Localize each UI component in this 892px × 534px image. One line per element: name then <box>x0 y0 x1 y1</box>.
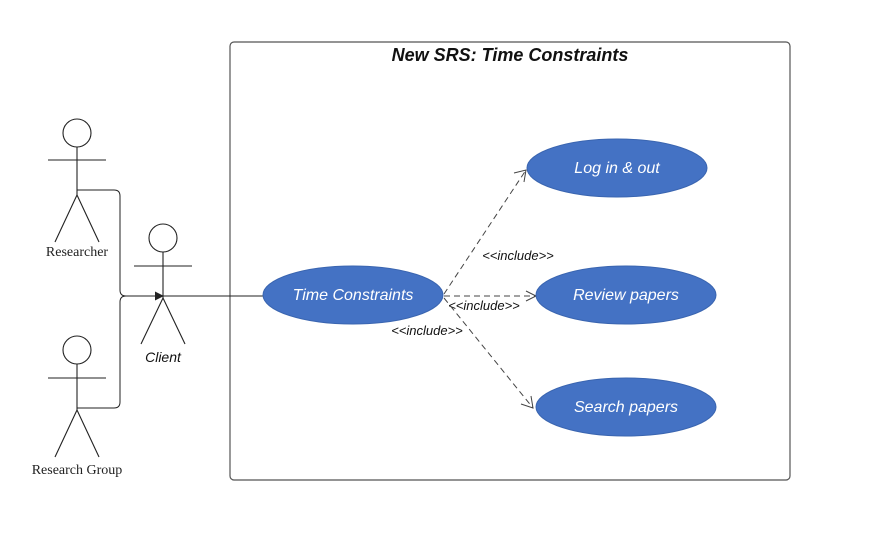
use-case-search-papers-label: Search papers <box>574 399 678 416</box>
include-line-search <box>443 297 534 409</box>
actor-right-leg-icon <box>76 409 100 458</box>
actor-research-group[interactable]: Research Group <box>32 335 123 478</box>
system-title: New SRS: Time Constraints <box>392 45 629 65</box>
include-label-search: <<include>> <box>391 323 463 338</box>
actor-client[interactable]: Client <box>134 223 192 365</box>
include-line-login <box>443 169 527 295</box>
use-case-ellipse <box>262 265 444 325</box>
use-case-time-constraints[interactable]: Time Constraints <box>262 265 444 325</box>
actor-head-icon <box>62 335 92 365</box>
actor-researcher-label: Researcher <box>46 245 109 260</box>
use-case-review-papers[interactable]: Review papers <box>535 265 717 325</box>
actor-left-leg-icon <box>140 297 164 345</box>
actor-research-group-label: Research Group <box>32 463 123 478</box>
actor-client-label: Client <box>145 349 182 365</box>
use-case-ellipse <box>535 265 717 325</box>
include-label-review: <<include>> <box>448 298 520 313</box>
actor-right-leg-icon <box>76 194 100 243</box>
use-case-ellipse <box>535 377 717 437</box>
actor-head-icon <box>148 223 178 253</box>
actor-head-icon <box>62 118 92 148</box>
use-case-log-in-out[interactable]: Log in & out <box>526 138 708 198</box>
use-case-ellipse <box>526 138 708 198</box>
use-case-log-in-out-label: Log in & out <box>574 160 660 177</box>
actor-researcher[interactable]: Researcher <box>46 118 109 260</box>
include-dependencies: <<include>> <<include>> <<include>> <box>391 169 554 409</box>
use-case-review-papers-label: Review papers <box>573 287 679 304</box>
connector-researcher-to-client <box>77 189 164 301</box>
include-arrowhead-login <box>513 169 527 183</box>
include-arrowhead-search <box>520 395 534 409</box>
actor-left-leg-icon <box>54 194 78 243</box>
connector-research-group-to-client <box>77 295 163 409</box>
use-case-search-papers[interactable]: Search papers <box>535 377 717 437</box>
use-case-time-constraints-label: Time Constraints <box>293 287 414 304</box>
actor-right-leg-icon <box>162 297 186 345</box>
actor-left-leg-icon <box>54 409 78 458</box>
include-label-login: <<include>> <box>482 248 554 263</box>
